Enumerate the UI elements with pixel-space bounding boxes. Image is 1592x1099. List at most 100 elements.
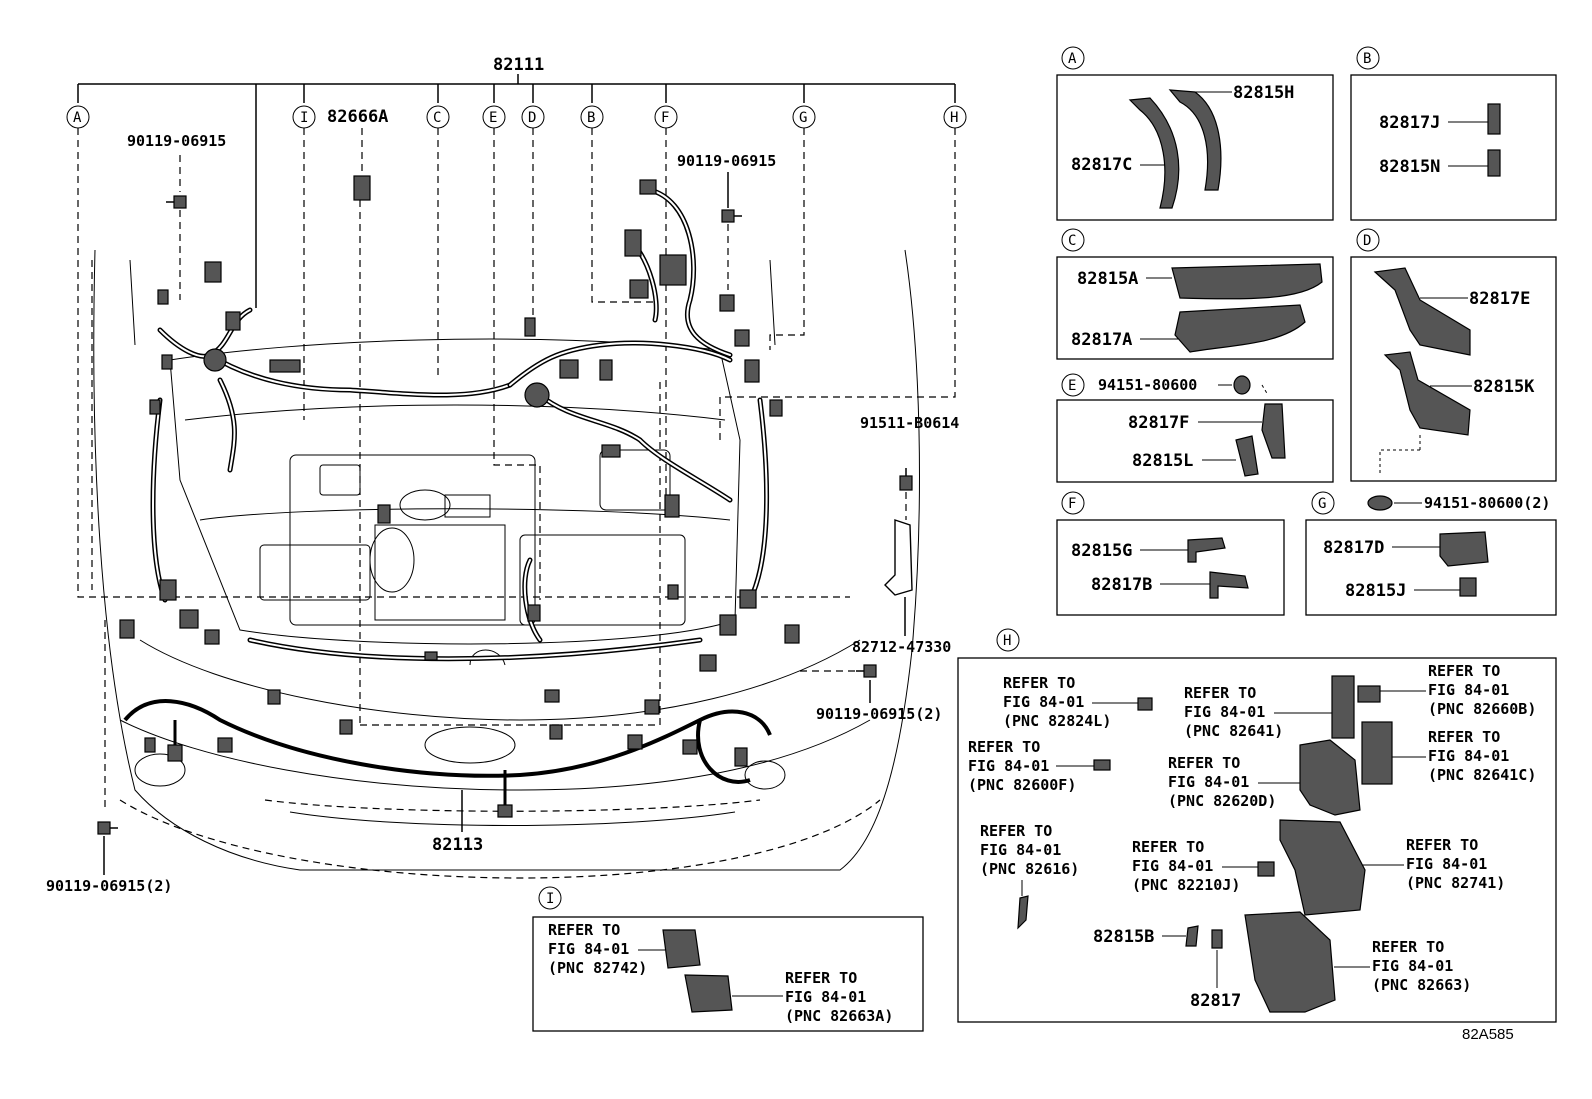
svg-text:B: B [587,110,595,126]
part-82815n: 82815N [1379,157,1440,177]
svg-text:REFER TO: REFER TO [1132,838,1204,856]
svg-text:FIG 84-01: FIG 84-01 [1132,857,1213,875]
detail-h: H REFER TO FIG 84-01 (PNC 82824L) REFER … [957,628,1557,1023]
svg-text:D: D [1363,233,1371,249]
part-82817c: 82817C [1071,155,1132,175]
svg-text:REFER TO: REFER TO [1003,674,1075,692]
svg-text:D: D [528,110,536,126]
svg-text:REFER TO: REFER TO [1406,836,1478,854]
bolt-icon [899,468,913,491]
callout-h: H [943,105,967,129]
callout-b: B [580,105,604,129]
part-82817a: 82817A [1071,330,1132,350]
part-82815a: 82815A [1077,269,1138,289]
lower-harness-label: 82113 [432,835,483,855]
ref-pnc-82660b: REFER TO FIG 84-01 (PNC 82660B) [1380,662,1536,718]
detail-c: C 82815A 82817A [1056,228,1334,360]
callout-g: G [792,105,816,129]
svg-text:I: I [546,891,554,907]
svg-text:(PNC 82641): (PNC 82641) [1184,722,1283,740]
ref-pnc-82620d: REFER TO FIG 84-01 (PNC 82620D) [1168,754,1300,810]
bolt-icon [166,195,187,209]
svg-text:REFER TO: REFER TO [1428,662,1500,680]
ref-pnc-82616: REFER TO FIG 84-01 (PNC 82616) [980,822,1079,896]
clip-icon [1233,375,1251,395]
svg-text:REFER TO: REFER TO [968,738,1040,756]
detail-d: D 82817E 82815K 94151-80600(2) [1350,228,1557,512]
clip-94151-80600: 94151-80600 [1098,376,1197,394]
detail-f: F 82815G 82817B [1056,491,1285,616]
svg-text:REFER TO: REFER TO [1168,754,1240,772]
svg-text:FIG 84-01: FIG 84-01 [1372,957,1453,975]
svg-text:FIG 84-01: FIG 84-01 [968,757,1049,775]
svg-text:E: E [1068,378,1076,394]
svg-text:FIG 84-01: FIG 84-01 [1406,855,1487,873]
svg-text:B: B [1363,51,1371,67]
svg-text:FIG 84-01: FIG 84-01 [548,940,629,958]
part-82815b: 82815B [1093,927,1154,947]
svg-text:REFER TO: REFER TO [785,969,857,987]
bracket-bolt-label: 91511-B0614 [860,414,959,432]
wire-harness [123,187,772,805]
ref-pnc-82824l: REFER TO FIG 84-01 (PNC 82824L) [1003,674,1138,730]
ref-pnc-82600f: REFER TO FIG 84-01 (PNC 82600F) [968,738,1094,794]
svg-text:A: A [73,110,82,126]
svg-text:(PNC 82641C): (PNC 82641C) [1428,766,1536,784]
svg-text:(PNC 82663): (PNC 82663) [1372,976,1471,994]
svg-text:(PNC 82742): (PNC 82742) [548,959,647,977]
svg-text:(PNC 82600F): (PNC 82600F) [968,776,1076,794]
bolt-icon [721,209,742,223]
svg-text:I: I [300,110,308,126]
part-82817d: 82817D [1323,538,1384,558]
ref-pnc-82641: REFER TO FIG 84-01 (PNC 82641) [1184,684,1332,740]
part-82817f: 82817F [1128,413,1189,433]
part-82817e: 82817E [1469,289,1530,309]
svg-text:REFER TO: REFER TO [1184,684,1256,702]
part-82815h: 82815H [1233,83,1294,103]
part-82817j: 82817J [1379,113,1440,133]
detail-i: I REFER TO FIG 84-01 (PNC 82742) REFER T… [532,886,924,1032]
part-82815j: 82815J [1345,581,1406,601]
vehicle-engine-bay [93,249,920,879]
svg-text:G: G [799,110,807,126]
svg-text:(PNC 82616): (PNC 82616) [980,860,1079,878]
svg-text:FIG 84-01: FIG 84-01 [1184,703,1265,721]
callout-circles-top: A I 82666A C E D B F G [66,105,967,129]
part-82815l: 82815L [1132,451,1193,471]
harness-connectors [119,179,800,818]
callout-e: E [482,105,506,129]
drawing-number: 82A585 [1462,1026,1514,1043]
svg-text:H: H [950,110,958,126]
svg-text:REFER TO: REFER TO [1372,938,1444,956]
bolt-left-bottom-label: 90119-06915(2) [46,877,172,895]
svg-text:(PNC 82824L): (PNC 82824L) [1003,712,1111,730]
dashed-leaders [77,128,956,810]
ref-pnc-82742: REFER TO FIG 84-01 (PNC 82742) [548,921,665,977]
main-harness-label: 82111 [493,55,544,75]
ref-pnc-82641c: REFER TO FIG 84-01 (PNC 82641C) [1392,728,1536,784]
svg-text:FIG 84-01: FIG 84-01 [1428,747,1509,765]
svg-text:FIG 84-01: FIG 84-01 [980,841,1061,859]
svg-text:H: H [1003,633,1011,649]
ref-pnc-82741: REFER TO FIG 84-01 (PNC 82741) [1362,836,1505,892]
detail-b: B 82817J 82815N [1350,46,1557,221]
callout-f: F [654,105,678,129]
clip-icon [1367,495,1393,511]
svg-text:FIG 84-01: FIG 84-01 [1428,681,1509,699]
svg-text:FIG 84-01: FIG 84-01 [1168,773,1249,791]
callout-a: A [66,105,90,129]
svg-text:(PNC 82620D): (PNC 82620D) [1168,792,1276,810]
svg-text:F: F [661,110,669,126]
callout-c: C [426,105,450,129]
clip-94151-80600-2: 94151-80600(2) [1424,494,1550,512]
bolt-left-top-label: 90119-06915 [127,132,226,150]
bracket-label: 82712-47330 [852,638,951,656]
fasteners-main: 90119-06915 90119-06915 90119-06915(2) 9… [46,128,959,895]
main-harness-leader: 82111 [77,55,956,308]
svg-text:C: C [433,110,441,126]
svg-text:(PNC 82660B): (PNC 82660B) [1428,700,1536,718]
bolt-right-top-label: 90119-06915 [677,152,776,170]
detail-e: E 94151-80600 82817F 82815L [1056,373,1334,483]
bracket-icon [884,519,913,596]
ref-pnc-82663: REFER TO FIG 84-01 (PNC 82663) [1334,938,1471,994]
